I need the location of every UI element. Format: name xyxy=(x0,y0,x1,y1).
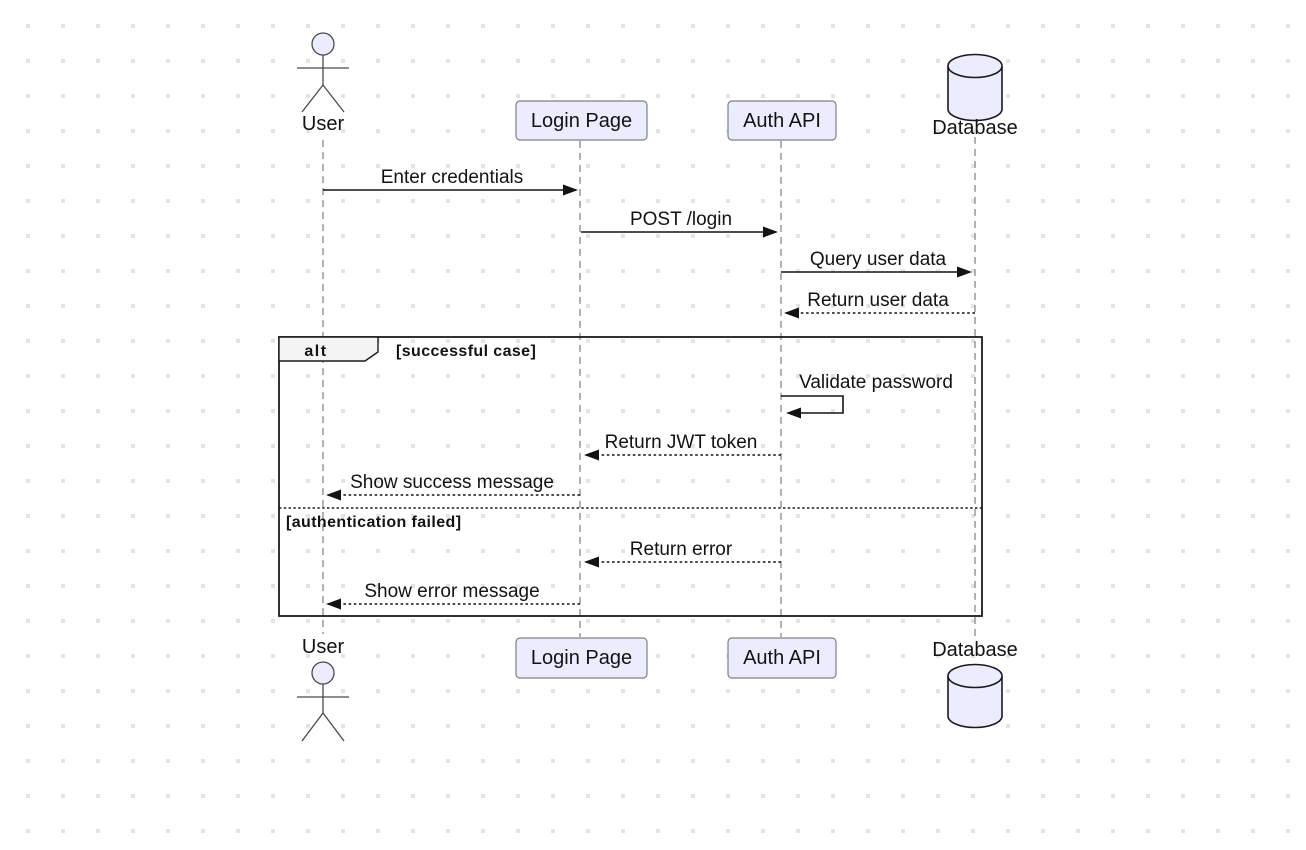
arrowhead-icon xyxy=(957,266,972,278)
message-query-user-data: Query user data xyxy=(781,249,972,278)
alt-fragment: alt [successful case] Validate password … xyxy=(278,336,983,617)
stick-figure-icon xyxy=(297,32,349,113)
message-validate-password: Validate password xyxy=(781,372,953,419)
actor-label-database: Database xyxy=(932,117,1018,139)
participant-label-auth-api: Auth API xyxy=(743,647,821,669)
message-show-error-message: Show error message xyxy=(326,581,580,610)
actor-user-bottom: User xyxy=(297,636,349,742)
message-label: Query user data xyxy=(810,249,947,270)
message-label: Return JWT token xyxy=(605,432,758,453)
alt-branch-successful-label: [successful case] xyxy=(396,343,536,360)
arrowhead-icon xyxy=(786,407,801,419)
message-label: Return error xyxy=(630,539,733,560)
arrowhead-icon xyxy=(584,556,599,568)
message-label: Validate password xyxy=(799,372,953,393)
message-label: Show error message xyxy=(364,581,539,602)
message-return-jwt-token: Return JWT token xyxy=(584,432,781,461)
message-label: Show success message xyxy=(350,472,554,493)
participant-login-page-bottom: Login Page xyxy=(515,637,648,679)
stick-figure-icon xyxy=(297,661,349,742)
participant-auth-api-bottom: Auth API xyxy=(727,637,837,679)
message-label: Return user data xyxy=(807,290,949,311)
database-cylinder-icon xyxy=(947,53,1003,122)
message-label: POST /login xyxy=(630,209,732,230)
alt-branch-failed-label: [authentication failed] xyxy=(286,514,461,531)
arrowhead-icon xyxy=(326,598,341,610)
message-show-success-message: Show success message xyxy=(326,472,580,501)
message-enter-credentials: Enter credentials xyxy=(323,167,578,196)
arrowhead-icon xyxy=(763,226,778,238)
actor-label-user: User xyxy=(302,113,345,135)
database-cylinder-icon xyxy=(947,663,1003,729)
alt-keyword: alt xyxy=(304,343,327,360)
message-return-error: Return error xyxy=(584,539,781,568)
actor-database-top: Database xyxy=(932,53,1018,139)
actor-label-user: User xyxy=(302,636,345,658)
alt-frame-border xyxy=(278,336,983,617)
message-post-login: POST /login xyxy=(581,209,778,238)
alt-label-tab xyxy=(278,336,379,362)
participant-label-auth-api: Auth API xyxy=(743,110,821,132)
actor-user-top: User xyxy=(297,32,349,135)
participant-login-page-top: Login Page xyxy=(515,100,648,141)
arrowhead-icon xyxy=(563,184,578,196)
participant-auth-api-top: Auth API xyxy=(727,100,837,141)
self-message-arrow xyxy=(781,395,844,414)
arrowhead-icon xyxy=(784,307,799,319)
actor-database-bottom: Database xyxy=(932,639,1018,729)
arrowhead-icon xyxy=(326,489,341,501)
message-return-user-data: Return user data xyxy=(784,290,975,319)
participant-label-login-page: Login Page xyxy=(531,647,632,669)
message-label: Enter credentials xyxy=(381,167,524,188)
arrowhead-icon xyxy=(584,449,599,461)
actor-label-database: Database xyxy=(932,639,1018,661)
participant-label-login-page: Login Page xyxy=(531,110,632,132)
